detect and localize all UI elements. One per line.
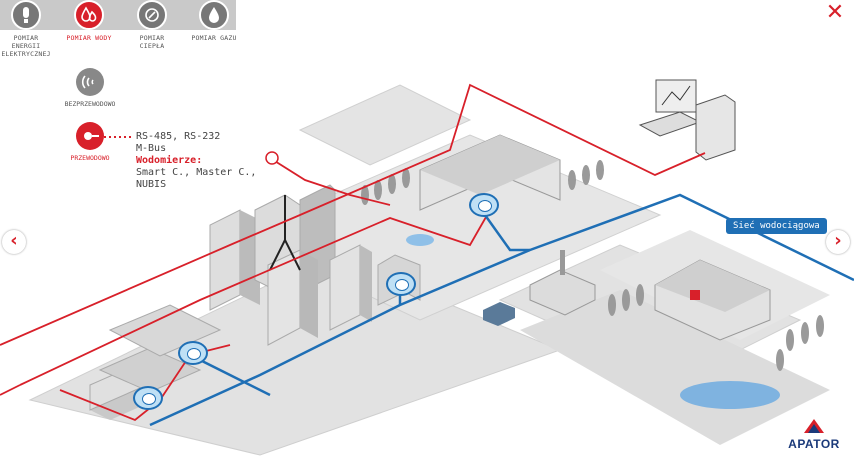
water-meter-icon[interactable] — [133, 386, 163, 410]
meters-heading: Wodomierze: — [136, 155, 203, 166]
category-label: POMIAR ENERGII ELEKTRYCZNEJ — [1, 34, 51, 58]
mode-label: BEZPRZEWODOWO — [64, 100, 116, 108]
water-drop-icon — [74, 0, 104, 30]
brand-name: APATOR — [788, 437, 840, 451]
category-water[interactable]: POMIAR WODY — [63, 0, 115, 42]
water-meter-icon[interactable] — [469, 193, 499, 217]
apator-logo-icon — [804, 419, 824, 433]
next-arrow-icon[interactable]: › — [826, 230, 850, 254]
wired-icon — [76, 122, 104, 150]
category-gas[interactable]: POMIAR GAZU — [188, 0, 240, 42]
bulb-icon — [11, 0, 41, 30]
category-label: POMIAR WODY — [66, 34, 112, 42]
prev-arrow-icon[interactable]: ‹ — [2, 230, 26, 254]
meters-list: NUBIS — [136, 179, 167, 190]
protocol-info: RS-485, RS-232 M-Bus Wodomierze: Smart C… — [136, 131, 256, 191]
category-label: POMIAR GAZU — [191, 34, 237, 42]
mode-label: PRZEWODOWO — [70, 154, 110, 162]
mode-wired[interactable]: PRZEWODOWO — [64, 122, 116, 162]
flame-icon — [199, 0, 229, 30]
connector-dots — [104, 136, 134, 138]
water-meter-icon[interactable] — [178, 341, 208, 365]
heat-icon — [137, 0, 167, 30]
category-label: POMIAR CIEPŁA — [139, 34, 165, 50]
wireless-icon — [76, 68, 104, 96]
mode-wireless[interactable]: BEZPRZEWODOWO — [64, 68, 116, 108]
close-icon[interactable]: ✕ — [825, 0, 845, 25]
category-heat[interactable]: POMIAR CIEPŁA — [126, 0, 178, 50]
category-electricity[interactable]: POMIAR ENERGII ELEKTRYCZNEJ — [0, 0, 52, 58]
water-meter-icon[interactable] — [386, 272, 416, 296]
protocol-line: RS-485, RS-232 — [136, 131, 221, 142]
meters-list: Smart C., Master C., — [136, 167, 257, 178]
brand-logo: APATOR — [782, 418, 846, 451]
network-label: Sieć wodociągowa — [726, 218, 827, 234]
protocol-line: M-Bus — [136, 143, 167, 154]
